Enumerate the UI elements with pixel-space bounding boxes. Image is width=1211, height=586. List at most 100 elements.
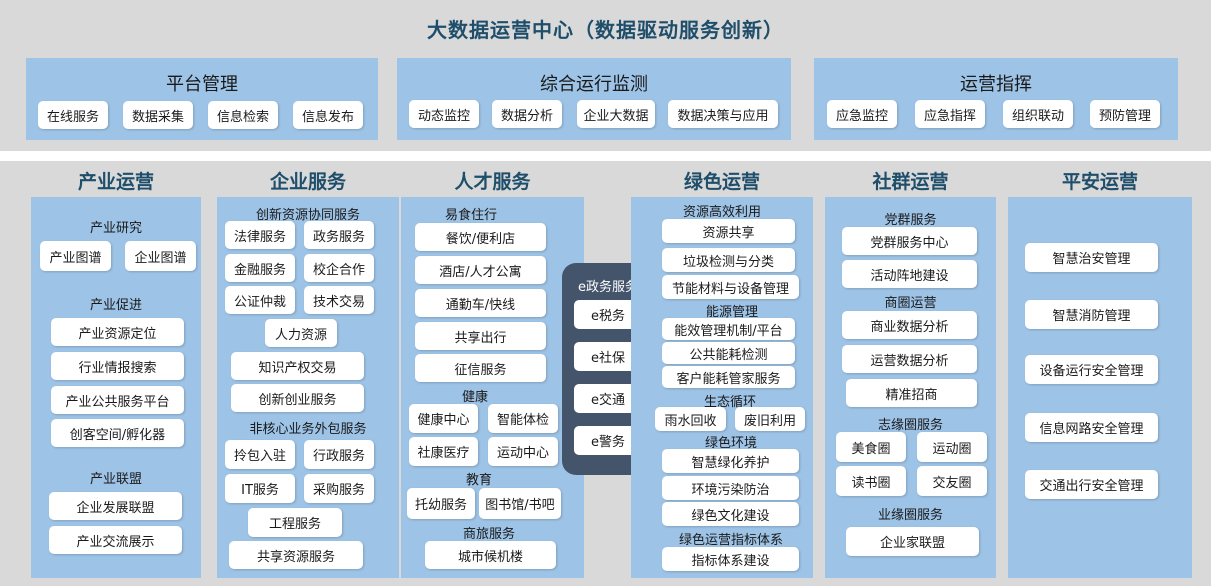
dynamic-monitor-button[interactable]: 动态监控 <box>409 100 479 128</box>
panel-title: 运营指挥 <box>960 74 1032 95</box>
rainwater-button[interactable]: 雨水回收 <box>655 407 726 431</box>
enterprise-bigdata-button[interactable]: 企业大数据 <box>577 100 655 128</box>
engineering-button[interactable]: 工程服务 <box>248 508 342 537</box>
it-service-button[interactable]: IT服务 <box>225 474 295 503</box>
greening-button[interactable]: 智慧绿化养护 <box>662 449 799 473</box>
pollution-control-button[interactable]: 环境污染防治 <box>662 476 799 500</box>
innovation-startup-button[interactable]: 创新创业服务 <box>231 384 364 412</box>
notary-arbitration-button[interactable]: 公证仲裁 <box>225 286 295 314</box>
energy-steward-button[interactable]: 客户能耗管家服务 <box>662 366 795 388</box>
industry-column: 产业研究 产业图谱 企业图谱 产业促进 产业资源定位 行业情报搜索 产业公共服务… <box>31 197 201 578</box>
column-title-green: 绿色运营 <box>683 171 760 193</box>
smart-checkup-button[interactable]: 智能体检 <box>488 404 558 433</box>
hotel-button[interactable]: 酒店/人才公寓 <box>415 256 546 284</box>
egov-title: e政务服务 <box>578 280 638 295</box>
precise-investment-button[interactable]: 精准招商 <box>846 379 977 407</box>
resource-sharing-button[interactable]: 资源共享 <box>662 219 795 243</box>
finance-service-button[interactable]: 金融服务 <box>225 254 295 282</box>
childcare-button[interactable]: 托幼服务 <box>407 488 475 519</box>
industry-map-button[interactable]: 产业图谱 <box>40 241 111 271</box>
column-title-community: 社群运营 <box>872 171 949 193</box>
column-title-safety: 平安运营 <box>1061 171 1138 193</box>
enterprise-alliance-button[interactable]: 企业发展联盟 <box>49 492 182 520</box>
indicator-system-button[interactable]: 指标体系建设 <box>662 547 799 571</box>
section-title: 教育 <box>465 473 492 488</box>
platform-management-panel: 平台管理 在线服务 数据采集 信息检索 信息发布 <box>26 58 378 140</box>
green-culture-button[interactable]: 绿色文化建设 <box>662 502 799 526</box>
org-linkage-button[interactable]: 组织联动 <box>1003 100 1073 128</box>
shared-resource-button[interactable]: 共享资源服务 <box>229 541 363 569</box>
network-safety-button[interactable]: 信息网路安全管理 <box>1025 413 1158 442</box>
sports-circle-button[interactable]: 运动圈 <box>917 432 987 462</box>
sports-center-button[interactable]: 运动中心 <box>488 437 558 466</box>
food-circle-button[interactable]: 美食圈 <box>836 432 906 462</box>
e-tax-button[interactable]: e税务 <box>574 300 642 329</box>
activity-base-button[interactable]: 活动阵地建设 <box>842 260 977 288</box>
energy-detection-button[interactable]: 公共能耗检测 <box>662 342 795 364</box>
move-in-button[interactable]: 拎包入驻 <box>225 440 295 469</box>
incubator-button[interactable]: 创客空间/孵化器 <box>51 419 184 447</box>
commute-button[interactable]: 通勤车/快线 <box>415 289 546 317</box>
industry-exhibition-button[interactable]: 产业交流展示 <box>49 526 182 554</box>
section-title: 创新资源协同服务 <box>255 208 360 223</box>
health-center-button[interactable]: 健康中心 <box>409 404 478 433</box>
data-analysis-button[interactable]: 数据分析 <box>492 100 562 128</box>
section-title: 商旅服务 <box>462 527 515 542</box>
gov-service-button[interactable]: 政务服务 <box>304 221 374 249</box>
emergency-monitor-button[interactable]: 应急监控 <box>827 100 897 128</box>
e-police-button[interactable]: e警务 <box>574 426 642 455</box>
smart-fire-button[interactable]: 智慧消防管理 <box>1025 300 1158 329</box>
library-button[interactable]: 图书馆/书吧 <box>479 488 561 519</box>
school-enterprise-button[interactable]: 校企合作 <box>304 254 374 282</box>
city-terminal-button[interactable]: 城市候机楼 <box>425 541 556 569</box>
info-publish-button[interactable]: 信息发布 <box>293 101 363 129</box>
section-title: 能源管理 <box>705 305 758 320</box>
public-service-platform-button[interactable]: 产业公共服务平台 <box>51 386 184 414</box>
talent-column: 易食住行 餐饮/便利店 酒店/人才公寓 通勤车/快线 共享出行 征信服务 健康 … <box>401 197 584 578</box>
section-title: 业缘圈服务 <box>877 508 943 523</box>
section-title: 非核心业务外包服务 <box>249 422 367 437</box>
emergency-command-button[interactable]: 应急指挥 <box>915 100 985 128</box>
reading-circle-button[interactable]: 读书圈 <box>836 466 906 496</box>
waste-sorting-button[interactable]: 垃圾检测与分类 <box>662 248 795 272</box>
shared-travel-button[interactable]: 共享出行 <box>415 322 546 350</box>
panel-title: 平台管理 <box>166 74 238 95</box>
column-title-enterprise: 企业服务 <box>269 171 346 193</box>
dining-button[interactable]: 餐饮/便利店 <box>415 223 546 251</box>
info-search-button[interactable]: 信息检索 <box>208 101 278 129</box>
party-center-button[interactable]: 党群服务中心 <box>842 227 977 255</box>
entrepreneur-alliance-button[interactable]: 企业家联盟 <box>846 527 979 556</box>
admin-service-button[interactable]: 行政服务 <box>304 440 374 469</box>
data-decision-button[interactable]: 数据决策与应用 <box>668 100 778 128</box>
enterprise-map-button[interactable]: 企业图谱 <box>125 241 196 271</box>
section-title: 健康 <box>461 390 488 405</box>
equipment-safety-button[interactable]: 设备运行安全管理 <box>1025 355 1158 384</box>
panel-title: 综合运行监测 <box>540 74 648 95</box>
hr-button[interactable]: 人力资源 <box>265 319 337 347</box>
section-title: 绿色运营指标体系 <box>678 533 783 548</box>
social-circle-button[interactable]: 交友圈 <box>917 466 987 496</box>
energy-material-button[interactable]: 节能材料与设备管理 <box>662 275 799 299</box>
credit-service-button[interactable]: 征信服务 <box>415 354 546 382</box>
community-health-button[interactable]: 社康医疗 <box>409 437 478 466</box>
ip-trade-button[interactable]: 知识产权交易 <box>231 352 364 380</box>
e-social-security-button[interactable]: e社保 <box>574 342 642 371</box>
data-collection-button[interactable]: 数据采集 <box>123 101 193 129</box>
section-title: 商圈运营 <box>884 296 937 311</box>
prevention-button[interactable]: 预防管理 <box>1090 100 1160 128</box>
operation-analytics-button[interactable]: 运营数据分析 <box>842 345 977 373</box>
procurement-button[interactable]: 采购服务 <box>304 474 374 503</box>
e-traffic-button[interactable]: e交通 <box>574 384 642 413</box>
smart-security-button[interactable]: 智慧治安管理 <box>1025 243 1158 272</box>
section-title: 党群服务 <box>884 213 937 228</box>
business-analytics-button[interactable]: 商业数据分析 <box>842 311 977 339</box>
traffic-safety-button[interactable]: 交通出行安全管理 <box>1025 470 1158 499</box>
online-service-button[interactable]: 在线服务 <box>38 101 108 129</box>
efficiency-platform-button[interactable]: 能效管理机制/平台 <box>662 318 795 340</box>
industry-intel-button[interactable]: 行业情报搜索 <box>51 352 184 380</box>
recycling-button[interactable]: 废旧利用 <box>735 407 805 431</box>
section-title: 产业研究 <box>89 221 142 236</box>
legal-service-button[interactable]: 法律服务 <box>225 221 295 249</box>
tech-trade-button[interactable]: 技术交易 <box>304 286 374 314</box>
resource-location-button[interactable]: 产业资源定位 <box>51 318 184 346</box>
